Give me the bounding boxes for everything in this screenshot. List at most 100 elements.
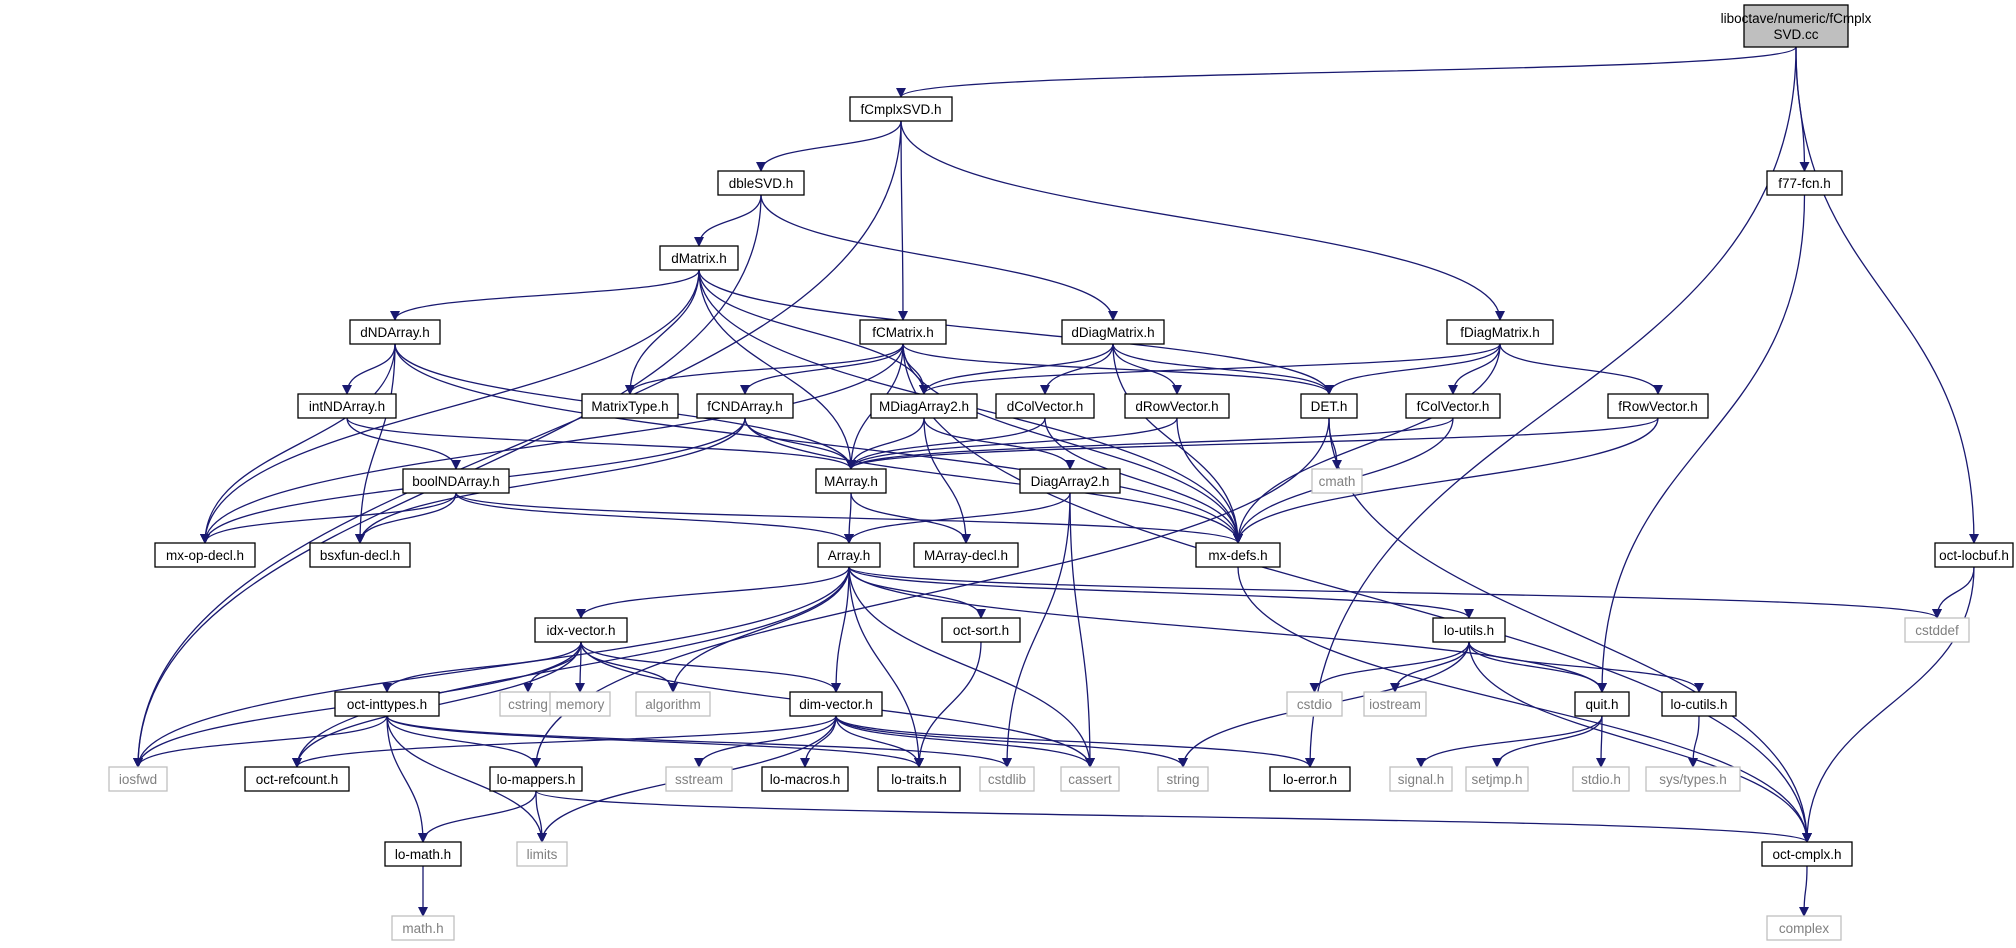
node-box <box>870 393 978 419</box>
node-lomath[interactable]: lo-math.h <box>384 841 462 867</box>
node-fCmplxSVD[interactable]: fCmplxSVD.h <box>849 96 953 122</box>
edge-octlocbuf-to-cstddef <box>1932 566 1975 619</box>
node-idxvector[interactable]: idx-vector.h <box>534 617 628 643</box>
node-dbleSVD[interactable]: dbleSVD.h <box>717 170 805 196</box>
edge-octinttypes-to-lomappers <box>386 715 541 768</box>
node-DET[interactable]: DET.h <box>1300 393 1358 419</box>
node-octsort[interactable]: oct-sort.h <box>941 617 1021 643</box>
node-box <box>309 542 411 568</box>
node-label: fCNDArray.h <box>707 399 783 414</box>
node-loutils[interactable]: lo-utils.h <box>1432 617 1506 643</box>
node-box <box>789 691 883 717</box>
node-signal: signal.h <box>1389 766 1453 792</box>
node-fDiagMatrix[interactable]: fDiagMatrix.h <box>1446 319 1554 345</box>
node-label: boolNDArray.h <box>412 474 500 489</box>
node-octinttypes[interactable]: oct-inttypes.h <box>334 691 440 717</box>
node-box <box>1019 468 1121 494</box>
node-bsxfundecl[interactable]: bsxfun-decl.h <box>309 542 411 568</box>
node-lomacros[interactable]: lo-macros.h <box>761 766 849 792</box>
node-label: Array.h <box>828 548 871 563</box>
node-fCMatrix[interactable]: fCMatrix.h <box>859 319 947 345</box>
node-label: cstring <box>508 697 548 712</box>
node-box <box>1432 617 1506 643</box>
node-loerror[interactable]: lo-error.h <box>1269 766 1351 792</box>
node-dimvector[interactable]: dim-vector.h <box>789 691 883 717</box>
node-box <box>717 170 805 196</box>
node-MArraydecl[interactable]: MArray-decl.h <box>913 542 1019 568</box>
node-box <box>244 766 350 792</box>
node-dMatrix[interactable]: dMatrix.h <box>659 245 739 271</box>
edge-idxvector-to-octinttypes <box>382 641 582 693</box>
node-label: math.h <box>402 921 443 936</box>
node-label: dim-vector.h <box>799 697 873 712</box>
node-locutils[interactable]: lo-cutils.h <box>1661 691 1737 717</box>
node-intNDArray[interactable]: intNDArray.h <box>297 393 397 419</box>
node-box <box>1572 766 1630 792</box>
node-algorithm: algorithm <box>635 691 711 717</box>
node-box <box>1389 766 1453 792</box>
node-box <box>1157 766 1209 792</box>
edge-dimvector-to-octrefcount <box>292 715 837 768</box>
node-dColVector[interactable]: dColVector.h <box>995 393 1095 419</box>
node-label: cstdlib <box>988 772 1026 787</box>
edge-octinttypes-to-lomath <box>386 715 428 843</box>
node-octlocbuf[interactable]: oct-locbuf.h <box>1934 542 2014 568</box>
edge-Array-to-idxvector <box>576 566 850 619</box>
node-box <box>391 915 455 941</box>
edge-DiagArray2-to-cstdlib <box>1002 492 1071 768</box>
node-cstdio: cstdio <box>1286 691 1343 717</box>
node-limits: limits <box>516 841 568 867</box>
node-MArray[interactable]: MArray.h <box>815 468 887 494</box>
node-label: lo-cutils.h <box>1670 697 1727 712</box>
node-fRowVector[interactable]: fRowVector.h <box>1607 393 1709 419</box>
node-mxopdecl[interactable]: mx-op-decl.h <box>154 542 256 568</box>
node-Array[interactable]: Array.h <box>817 542 881 568</box>
node-quit[interactable]: quit.h <box>1574 691 1630 717</box>
node-boolNDArray[interactable]: boolNDArray.h <box>402 468 510 494</box>
edge-dNDArray-to-mxopdecl <box>200 343 396 544</box>
edge-fDiagMatrix-to-MDiagArray2 <box>919 343 1501 395</box>
edge-root-to-fCmplxSVD <box>896 46 1797 98</box>
node-box <box>1061 319 1165 345</box>
node-label: liboctave/numeric/fCmplx <box>1721 11 1872 26</box>
node-box <box>581 393 679 419</box>
node-fColVector[interactable]: fColVector.h <box>1405 393 1501 419</box>
node-iosfwd: iosfwd <box>108 766 168 792</box>
edge-MArray-to-MArraydecl <box>850 492 971 544</box>
node-label: lo-macros.h <box>770 772 841 787</box>
node-dDiagMatrix[interactable]: dDiagMatrix.h <box>1061 319 1165 345</box>
node-dRowVector[interactable]: dRowVector.h <box>1124 393 1230 419</box>
node-fCNDArray[interactable]: fCNDArray.h <box>696 393 794 419</box>
node-cstring: cstring <box>499 691 557 717</box>
node-setjmp: setjmp.h <box>1465 766 1529 792</box>
node-lomappers[interactable]: lo-mappers.h <box>489 766 583 792</box>
node-root[interactable]: liboctave/numeric/fCmplxSVD.cc <box>1721 4 1872 48</box>
node-iostream: iostream <box>1363 691 1427 717</box>
node-mxdefs[interactable]: mx-defs.h <box>1195 542 1281 568</box>
node-box <box>489 766 583 792</box>
edge-dimvector-to-lomacros <box>800 715 837 768</box>
node-label: dRowVector.h <box>1135 399 1218 414</box>
node-box <box>1574 691 1630 717</box>
node-memory: memory <box>549 691 611 717</box>
node-label: fDiagMatrix.h <box>1460 325 1540 340</box>
node-box <box>815 468 887 494</box>
edge-intNDArray-to-MArray <box>346 417 856 470</box>
node-label: memory <box>556 697 605 712</box>
node-label: cstddef <box>1915 623 1959 638</box>
node-DiagArray2[interactable]: DiagArray2.h <box>1019 468 1121 494</box>
node-MatrixType[interactable]: MatrixType.h <box>581 393 679 419</box>
edge-fCmplxSVD-to-fDiagMatrix <box>900 120 1505 321</box>
node-f77fcn[interactable]: f77-fcn.h <box>1766 170 1843 196</box>
node-box <box>1766 170 1843 196</box>
node-box <box>154 542 256 568</box>
node-octrefcount[interactable]: oct-refcount.h <box>244 766 350 792</box>
node-octcmplx[interactable]: oct-cmplx.h <box>1761 841 1853 867</box>
node-label: MArray-decl.h <box>924 548 1008 563</box>
node-dNDArray[interactable]: dNDArray.h <box>349 319 441 345</box>
edge-octinttypes-to-iosfwd <box>133 715 388 768</box>
node-MDiagArray2[interactable]: MDiagArray2.h <box>870 393 978 419</box>
node-lotraits[interactable]: lo-traits.h <box>877 766 961 792</box>
node-box <box>1363 691 1427 717</box>
node-label: iostream <box>1369 697 1421 712</box>
